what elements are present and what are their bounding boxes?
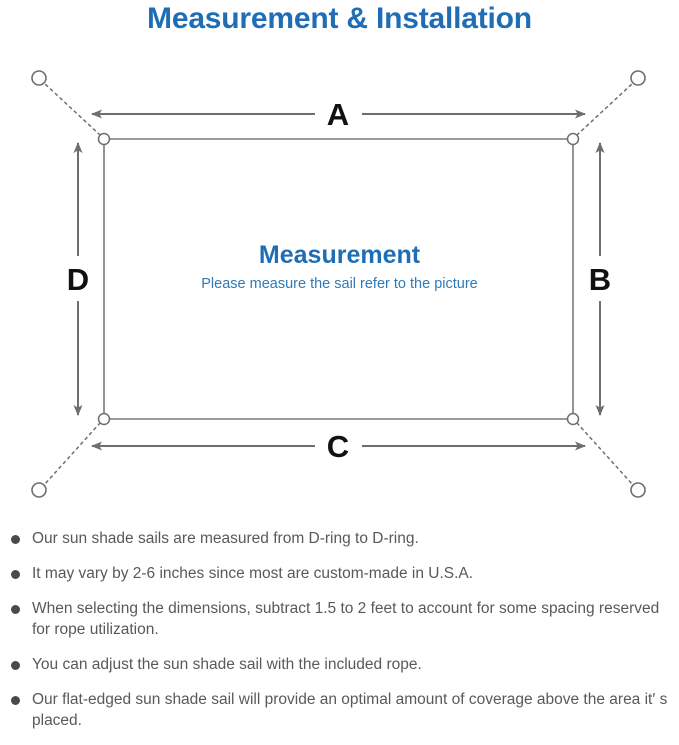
anchor-point-top-left [31,70,47,86]
bullet-icon [11,605,20,614]
rope-line-top-left [43,82,101,136]
dimension-label-b: B [589,262,611,297]
d-ring-bottom-left [97,412,111,426]
note-text: When selecting the dimensions, subtract … [32,600,660,638]
bullet-icon [11,661,20,670]
anchor-point-bottom-right [630,482,646,498]
list-item: It may vary by 2-6 inches since most are… [0,563,679,584]
anchor-point-top-right [630,70,646,86]
d-ring-top-left [97,132,111,146]
sail-body [103,138,574,420]
note-text: It may vary by 2-6 inches since most are… [32,565,474,582]
anchor-point-bottom-left [31,482,47,498]
note-text: Our sun shade sails are measured from D-… [32,530,419,547]
note-text: Our flat-edged sun shade sail will provi… [32,691,668,729]
list-item: You can adjust the sun shade sail with t… [0,654,679,675]
notes-list: Our sun shade sails are measured from D-… [0,528,679,745]
bullet-icon [11,696,20,705]
dimension-label-a: A [327,97,349,132]
note-text: You can adjust the sun shade sail with t… [32,656,422,673]
rope-line-top-right [576,82,634,136]
bullet-icon [11,570,20,579]
bullet-icon [11,535,20,544]
dimension-label-c: C [327,429,349,464]
list-item: Our flat-edged sun shade sail will provi… [0,689,679,731]
page-title: Measurement & Installation [147,2,532,35]
d-ring-top-right [566,132,580,146]
rope-line-bottom-right [576,422,634,486]
list-item: Our sun shade sails are measured from D-… [0,528,679,549]
dimension-label-d: D [67,262,89,297]
d-ring-bottom-right [566,412,580,426]
list-item: When selecting the dimensions, subtract … [0,598,679,640]
rope-line-bottom-left [43,422,101,486]
measurement-diagram: A B C D [0,46,679,516]
